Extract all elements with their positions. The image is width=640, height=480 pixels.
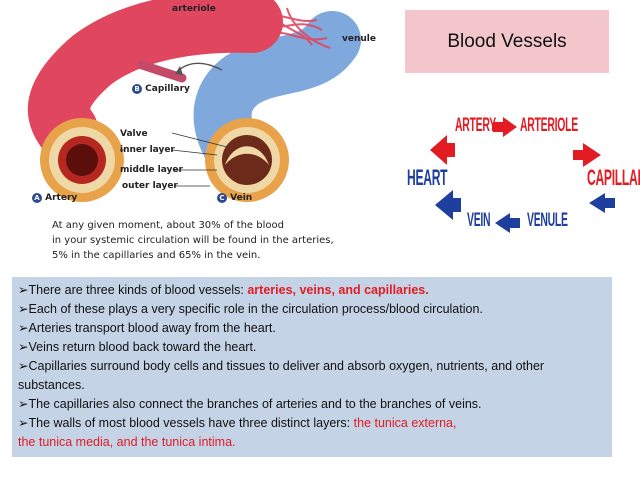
bullet-text: The walls of most blood vessels have thr… [28,416,354,430]
caption-line: in your systemic circulation will be fou… [52,235,334,246]
bullet-text-box: ➢There are three kinds of blood vessels:… [12,277,612,457]
bullet-item: ➢The capillaries also connect the branch… [18,397,482,411]
bullet-highlight: arteries, veins, and capillaries. [247,283,429,297]
bullet-item: ➢The walls of most blood vessels have th… [18,416,457,430]
artery-badge: A [32,193,42,203]
artery-label: A Artery [32,193,77,203]
bullet-item: ➢Veins return blood back toward the hear… [18,340,257,354]
bullet-item: ➢Each of these plays a very specific rol… [18,302,483,316]
arrow-icon [583,143,601,167]
page-title: Blood Vessels [447,30,567,52]
arrow-icon [435,190,461,220]
bullet-text: There are three kinds of blood vessels: [28,283,248,297]
arteriole-label: arteriole [172,4,216,14]
arrow-icon [589,193,605,213]
flow-heart: HEART [407,165,448,190]
vein-badge: C [217,193,227,203]
bullet-text: Arteries transport blood away from the h… [28,321,276,335]
flow-arteriole: ARTERIOLE [520,115,578,136]
inner-layer-label: inner layer [120,145,175,155]
caption-line: At any given moment, about 30% of the bl… [52,220,284,231]
arrow-icon [503,117,517,137]
venule-label: venule [342,34,376,44]
middle-layer-label: middle layer [120,165,183,175]
flow-venule: VENULE [527,210,568,231]
arrow-icon [495,213,510,233]
bullet-text: Capillaries surround body cells and tiss… [18,359,545,392]
vessel-drawing [28,0,361,202]
flow-artery: ARTERY [455,115,496,136]
bullet-item: ➢Capillaries surround body cells and tis… [18,359,545,392]
blood-vessel-illustration: arteriole venule B Capillary Valve inner… [12,0,400,270]
bullet-highlight: the tunica media, and the tunica intima. [18,435,236,449]
vein-label: C Vein [217,193,252,203]
flow-vein: VEIN [467,210,491,231]
arrow-icon [430,135,455,165]
valve-label: Valve [120,129,148,139]
bullet-item: ➢There are three kinds of blood vessels:… [18,283,429,297]
bullet-text: Veins return blood back toward the heart… [28,340,257,354]
capillary-badge: B [132,84,142,94]
flow-arrows [430,117,615,233]
capillary-label-text: Capillary [145,84,190,94]
title-box: Blood Vessels [405,10,609,73]
vein-label-text: Vein [230,193,253,203]
bullet-highlight: the tunica externa, [353,416,457,430]
capillary-label: B Capillary [132,84,190,94]
bullet-continuation: the tunica media, and the tunica intima. [18,433,606,452]
circulation-flow-diagram: ARTERY ARTERIOLE HEART CAPILLARY VEIN VE… [405,95,640,255]
bullet-text: Each of these plays a very specific role… [28,302,483,316]
outer-layer-label: outer layer [122,181,178,191]
illustration-caption: At any given moment, about 30% of the bl… [52,218,392,263]
artery-label-text: Artery [45,193,78,203]
bullet-item: ➢Arteries transport blood away from the … [18,321,276,335]
flow-capillary: CAPILLARY [587,165,640,190]
bullet-text: The capillaries also connect the branche… [28,397,482,411]
caption-line: 5% in the capillaries and 65% in the vei… [52,250,261,261]
